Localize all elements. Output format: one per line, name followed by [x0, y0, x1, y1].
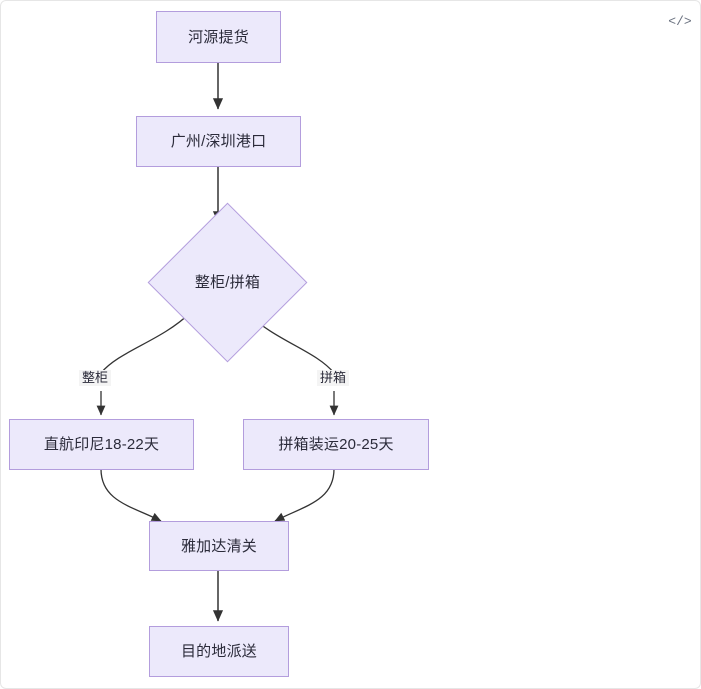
node-label: 整柜/拼箱	[194, 274, 261, 291]
node-lcl-shipping[interactable]: 拼箱装运20-25天	[243, 419, 429, 470]
node-label: 拼箱装运20-25天	[278, 436, 394, 453]
edge-label-lcl: 拼箱	[317, 370, 350, 387]
node-destination-delivery[interactable]: 目的地派送	[149, 626, 289, 677]
node-decision-fcl-lcl[interactable]: 整柜/拼箱	[147, 202, 308, 363]
node-label: 广州/深圳港口	[170, 133, 267, 150]
node-label: 直航印尼18-22天	[43, 436, 160, 453]
code-icon[interactable]: </>	[668, 13, 692, 29]
node-jakarta-customs[interactable]: 雅加达清关	[149, 521, 289, 571]
edge-label-fcl: 整柜	[79, 370, 112, 387]
node-guangzhou-shenzhen-port[interactable]: 广州/深圳港口	[136, 116, 301, 167]
edge-n3-n4	[100, 312, 191, 374]
edge-n5-n6	[274, 468, 335, 522]
node-label: 目的地派送	[180, 643, 257, 660]
node-label: 雅加达清关	[180, 537, 257, 555]
node-pickup-heyuan[interactable]: 河源提货	[156, 11, 281, 63]
node-direct-shipping-indonesia[interactable]: 直航印尼18-22天	[9, 419, 194, 470]
node-label: 河源提货	[188, 28, 249, 46]
edge-n4-n6	[100, 468, 162, 522]
